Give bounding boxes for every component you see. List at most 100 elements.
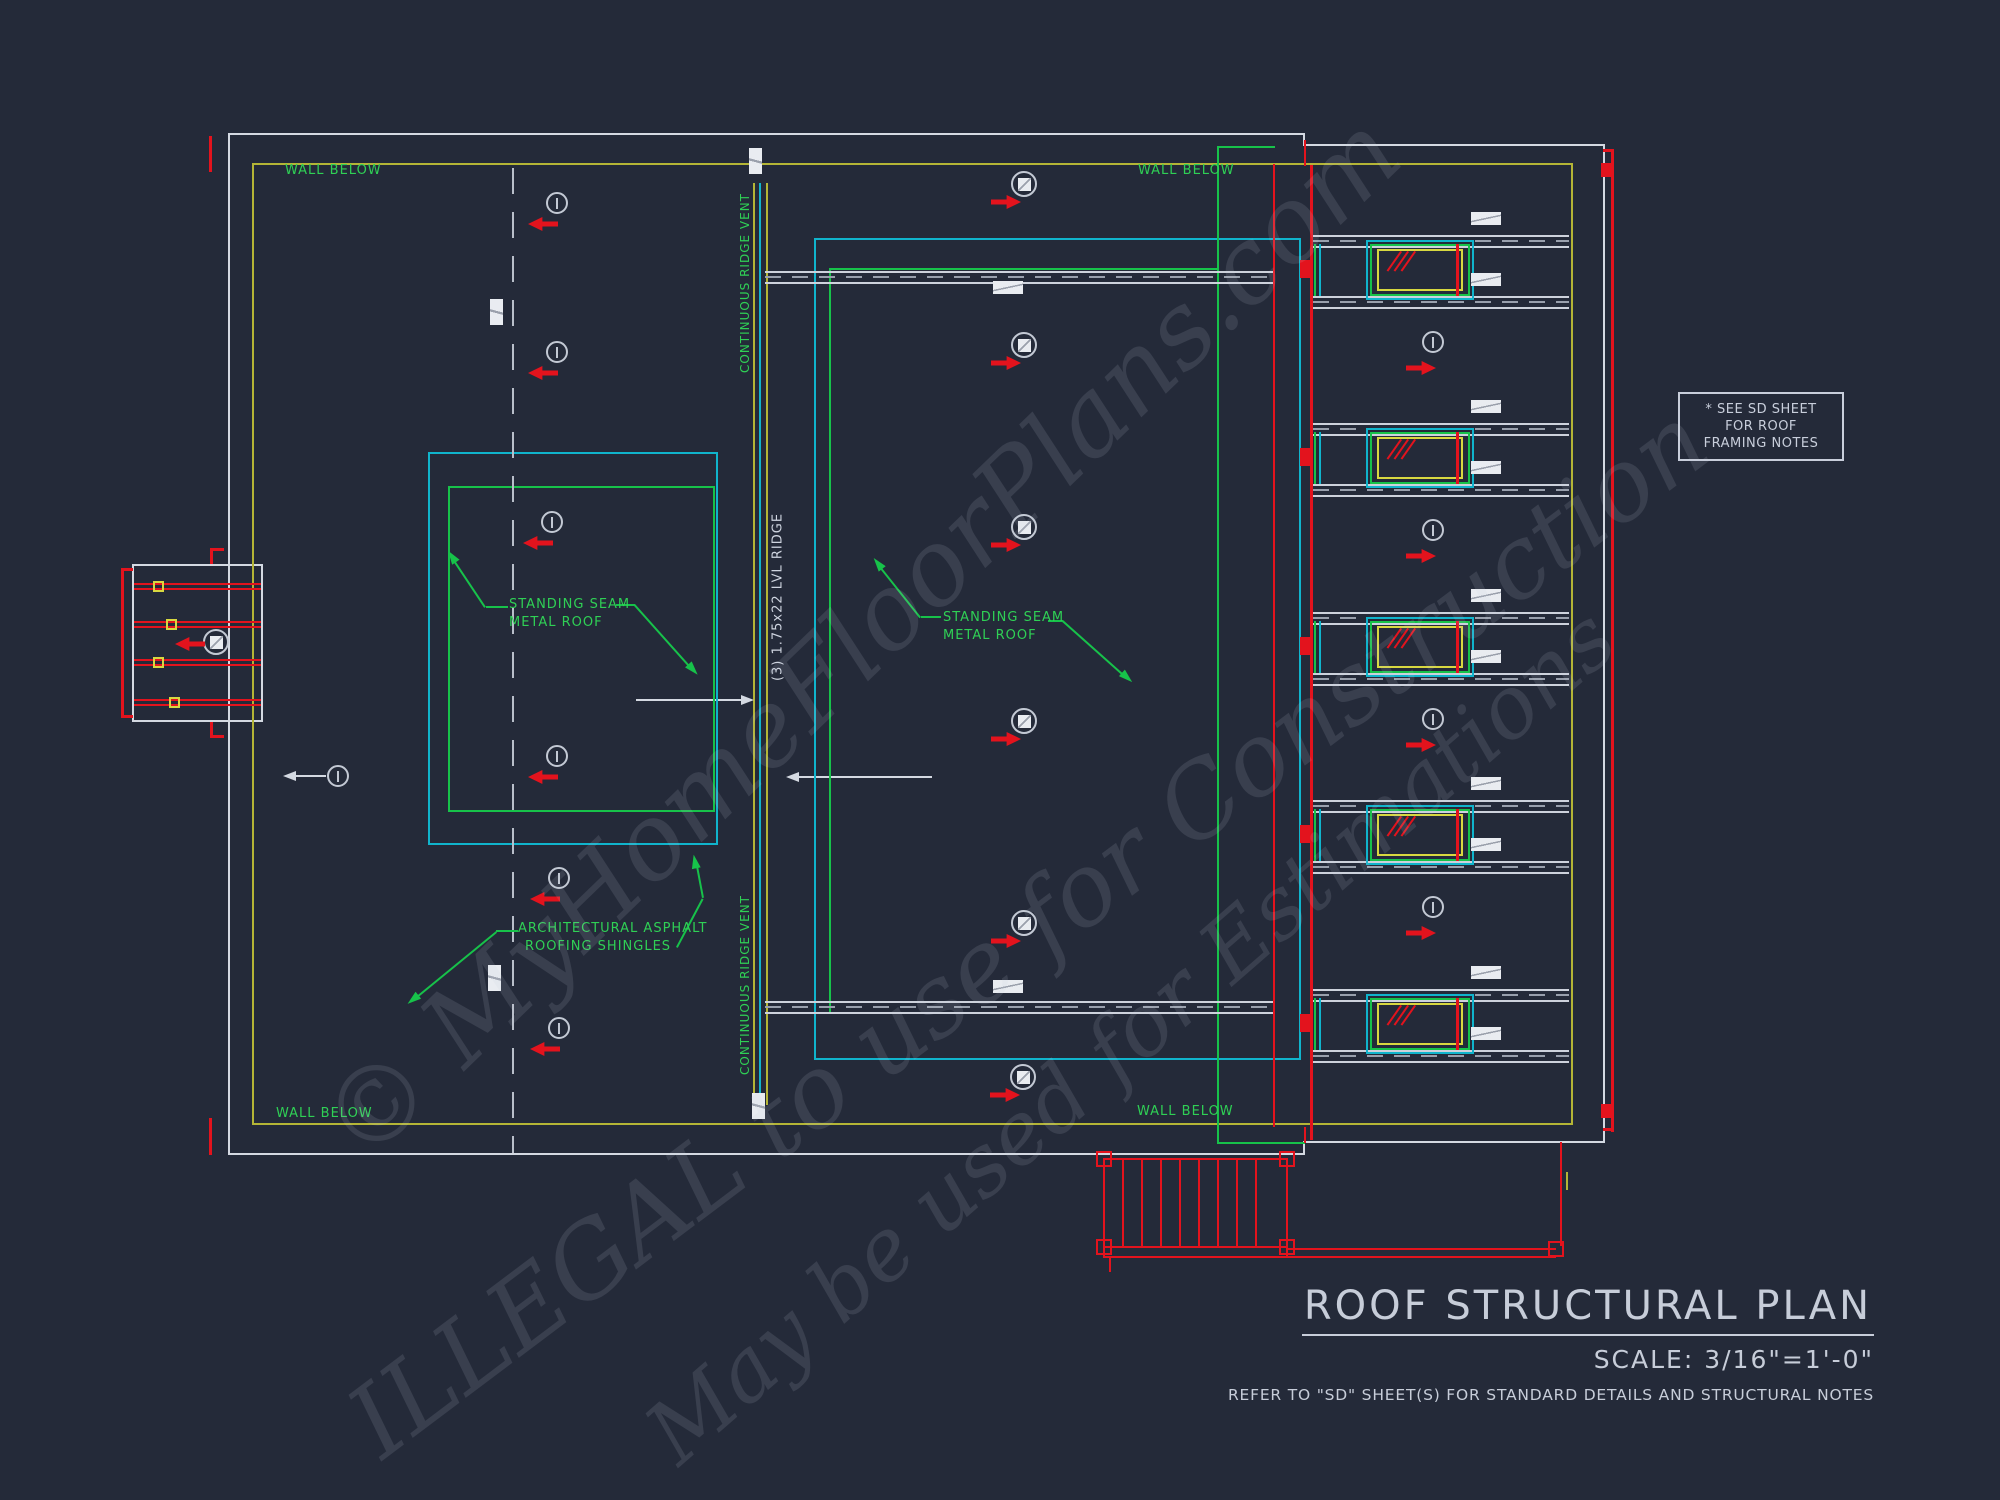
sheet-scale: SCALE: 3/16"=1'-0" (1593, 1345, 1874, 1374)
plan-line (1601, 163, 1611, 177)
asphalt-shingles-label-line1: ARCHITECTURAL ASPHALT (518, 921, 708, 936)
small-label-tag (490, 299, 503, 325)
small-label-tag (1471, 589, 1501, 602)
plan-line (1611, 150, 1614, 1132)
load-direction-arrow-icon (528, 769, 558, 785)
standing-seam-label-right-line2: METAL ROOF (943, 628, 1037, 643)
plan-line (1103, 1246, 1288, 1248)
plan-line (1601, 1104, 1611, 1118)
small-label-tag (1471, 838, 1501, 851)
truss-marker-circle-icon (546, 745, 568, 767)
leader-arrowhead-icon (689, 854, 701, 869)
dimension-arrowhead-icon (786, 772, 799, 782)
skylight-shaft-tick-cyan (1319, 809, 1321, 861)
plan-line (210, 722, 213, 738)
post-marker-square-glyph (1016, 1070, 1030, 1084)
truss-marker-circle-icon (548, 1017, 570, 1039)
framing-member (1313, 1050, 1569, 1063)
plan-line (448, 486, 715, 488)
framing-member-dash (765, 276, 1273, 278)
leader-line (633, 604, 693, 671)
stair-tread-line (1236, 1160, 1238, 1246)
post-marker-square-glyph (1017, 916, 1031, 930)
plan-line (1286, 1158, 1288, 1258)
asphalt-shingles-label: ARCHITECTURAL ASPHALT ROOFING SHINGLES (518, 920, 708, 956)
skylight-shaft-tick-green (1314, 998, 1316, 1050)
deck-hanger-square (153, 657, 164, 668)
plan-line (252, 1123, 1573, 1125)
plan-line (252, 163, 1573, 165)
load-direction-arrow-icon (991, 537, 1021, 553)
plan-line (790, 776, 932, 778)
leader-line (496, 930, 518, 932)
plan-line (753, 183, 755, 1105)
framing-member-dash (1313, 489, 1569, 491)
plan-line (1103, 1158, 1288, 1160)
post-marker-square-glyph (1017, 338, 1031, 352)
deck-beam-line (134, 699, 261, 701)
skylight-frame-green (1370, 621, 1470, 673)
post-marker-circle-icon (1011, 910, 1037, 936)
small-label-tag (1471, 212, 1501, 225)
standing-seam-label-right: STANDING SEAM METAL ROOF (943, 609, 1064, 645)
load-direction-arrow-icon (530, 1041, 560, 1057)
wall-below-label-bottom-right: WALL BELOW (1137, 1104, 1234, 1119)
post-marker-circle-icon (1011, 171, 1037, 197)
skylight-frame-outer (1366, 240, 1474, 300)
leader-line (486, 606, 508, 608)
skylight-shaft-tick-cyan (1319, 621, 1321, 673)
continuous-ridge-vent-label-top: CONTINUOUS RIDGE VENT (738, 193, 752, 373)
truss-marker-circle-icon (1422, 331, 1444, 353)
plan-line (1288, 1248, 1556, 1250)
framing-member (1313, 296, 1569, 309)
truss-marker-circle-icon (1422, 708, 1444, 730)
asphalt-shingles-label-line2: ROOFING SHINGLES (524, 939, 672, 954)
leader-line (1061, 620, 1127, 679)
deck-beam-line (134, 664, 261, 666)
wall-below-label-top-left: WALL BELOW (285, 163, 382, 178)
framing-member (1313, 673, 1569, 686)
plan-line (1310, 165, 1313, 1140)
plan-line (1217, 1142, 1305, 1144)
dimension-arrowhead-icon (283, 771, 296, 781)
post-marker-circle-icon (1011, 332, 1037, 358)
plan-line (759, 183, 761, 1105)
plan-line (1303, 133, 1305, 146)
post-square (1279, 1151, 1295, 1167)
deck-beam-line (134, 621, 261, 623)
skylight-red-edge (1456, 998, 1459, 1050)
plan-line (210, 735, 224, 738)
lvl-ridge-label: (3) 1.75x22 LVL RIDGE (770, 512, 786, 682)
truss-marker-line-glyph (558, 872, 560, 884)
skylight-shaft-tick-cyan (1319, 998, 1321, 1050)
truss-marker-line-glyph (1432, 524, 1434, 536)
small-label-tag (752, 1093, 765, 1119)
post-square (1096, 1239, 1112, 1255)
stair-tread-line (1198, 1160, 1200, 1246)
skylight-shaft-tick-cyan (1319, 432, 1321, 484)
plan-line (1566, 1172, 1568, 1190)
plan-line (636, 699, 750, 701)
leader-line (876, 563, 921, 619)
load-direction-arrow-icon (1406, 737, 1436, 753)
roof-framing-note-box: * SEE SD SHEET FOR ROOF FRAMING NOTES (1678, 392, 1844, 461)
stair-tread-line (1255, 1160, 1257, 1246)
plan-line (1304, 1127, 1306, 1143)
small-label-tag (1471, 650, 1501, 663)
framing-member (1313, 484, 1569, 497)
plan-line (1303, 1141, 1605, 1143)
truss-marker-line-glyph (556, 197, 558, 209)
plan-line (1603, 149, 1614, 152)
framing-member-dash (1313, 678, 1569, 680)
load-direction-arrow-icon (528, 216, 558, 232)
skylight-frame-outer (1366, 805, 1474, 865)
skylight-frame-inner (1377, 249, 1463, 291)
plan-line (814, 238, 1301, 240)
deck-hanger-square (169, 697, 180, 708)
plan-line (1103, 1158, 1105, 1258)
stair-tread-line (1160, 1160, 1162, 1246)
framing-member (765, 1001, 1273, 1014)
deck-hanger-square (153, 581, 164, 592)
post-marker-circle-icon (1011, 514, 1037, 540)
